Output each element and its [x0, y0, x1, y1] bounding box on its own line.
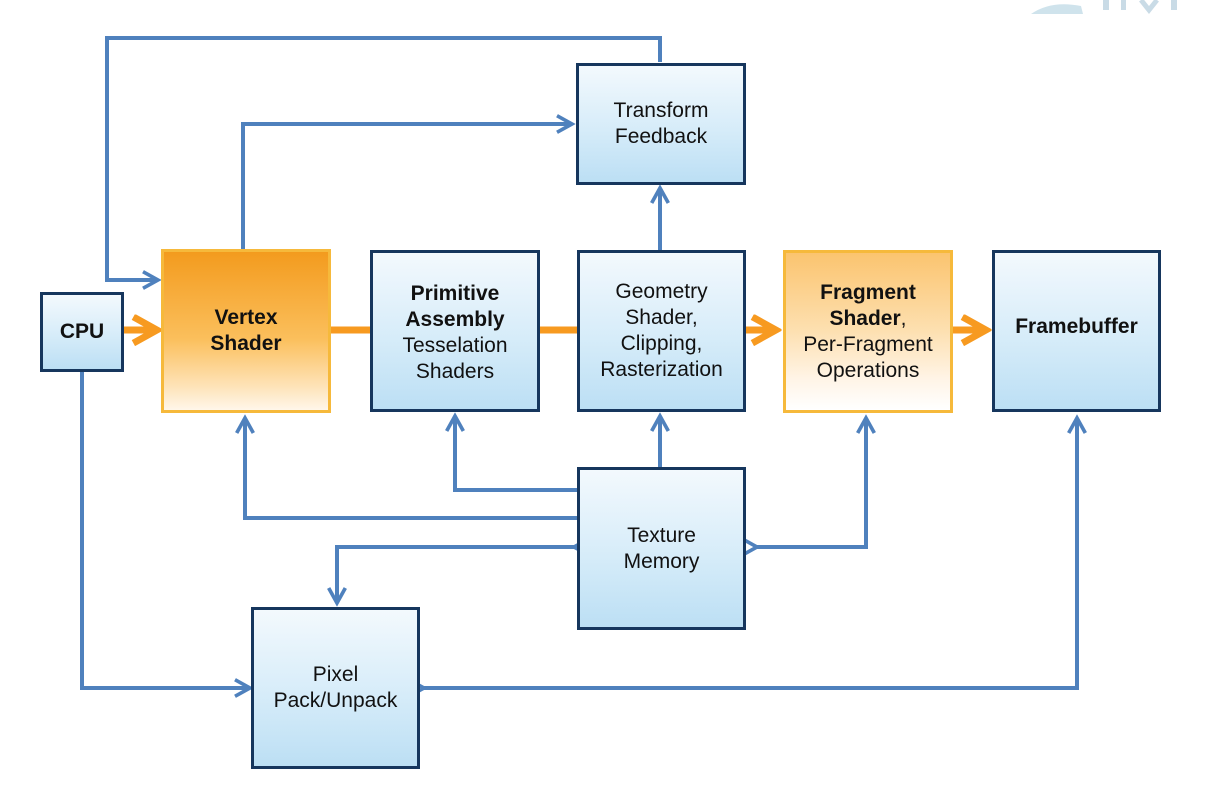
- geometry-label-3: Clipping,: [620, 332, 703, 355]
- texture-label-1: Texture: [627, 523, 696, 547]
- vertex-shader-label-1: Vertex: [214, 306, 278, 329]
- tesselation-label-1: Tesselation: [402, 334, 508, 357]
- primitive-assembly-label-1: Primitive: [410, 282, 500, 305]
- fragment-label-2: Shader,: [829, 306, 906, 332]
- fragment-label-2-bold: Shader: [829, 306, 901, 330]
- arrow-texture-fragment: [757, 418, 866, 547]
- arrow-vertex-to-transform: [241, 124, 572, 250]
- geometry-shader-box: Geometry Shader, Clipping, Rasterization: [577, 250, 746, 412]
- fragment-label-4: Operations: [816, 358, 920, 382]
- framebuffer-box: Framebuffer: [992, 250, 1161, 412]
- vertex-shader-label-2: Shader: [210, 332, 282, 355]
- transform-label-1: Transform: [613, 99, 709, 122]
- primitive-assembly-label-2: Assembly: [405, 308, 505, 331]
- transform-label-2: Feedback: [614, 125, 708, 148]
- partial-logo-icon: [1021, 0, 1191, 14]
- transform-feedback-box: Transform Feedback: [576, 63, 746, 185]
- geometry-label-1: Geometry: [615, 280, 708, 303]
- texture-label-2: Memory: [623, 549, 700, 573]
- tesselation-label-2: Shaders: [415, 360, 495, 383]
- arrow-texture-pixel: [337, 547, 574, 603]
- fragment-label-1: Fragment: [820, 280, 916, 304]
- pixel-label-1: Pixel: [312, 663, 359, 686]
- fragment-label-2-comma: ,: [900, 306, 907, 330]
- cpu-box: CPU: [40, 292, 124, 372]
- arrow-feedback-to-vertex: [105, 36, 662, 280]
- primitive-assembly-box: Primitive Assembly Tesselation Shaders: [370, 250, 540, 412]
- arrow-texture-to-primitive: [455, 416, 580, 492]
- geometry-label-4: Rasterization: [600, 358, 723, 381]
- texture-memory-box: Texture Memory: [577, 467, 746, 630]
- pixel-label-2: Pack/Unpack: [273, 689, 398, 712]
- cpu-label: CPU: [59, 320, 105, 343]
- arrow-pixel-framebuffer: [424, 418, 1077, 688]
- framebuffer-label: Framebuffer: [1015, 315, 1138, 338]
- vertex-shader-box: Vertex Shader: [161, 249, 331, 413]
- arrow-cpu-pixel: [82, 372, 250, 688]
- pixel-pack-box: Pixel Pack/Unpack: [251, 607, 420, 769]
- arrow-texture-to-vertex: [245, 418, 580, 520]
- fragment-label-3: Per-Fragment: [803, 332, 933, 356]
- geometry-label-2: Shader,: [625, 306, 698, 329]
- fragment-shader-box: Fragment Shader, Per-Fragment Operations: [783, 250, 953, 413]
